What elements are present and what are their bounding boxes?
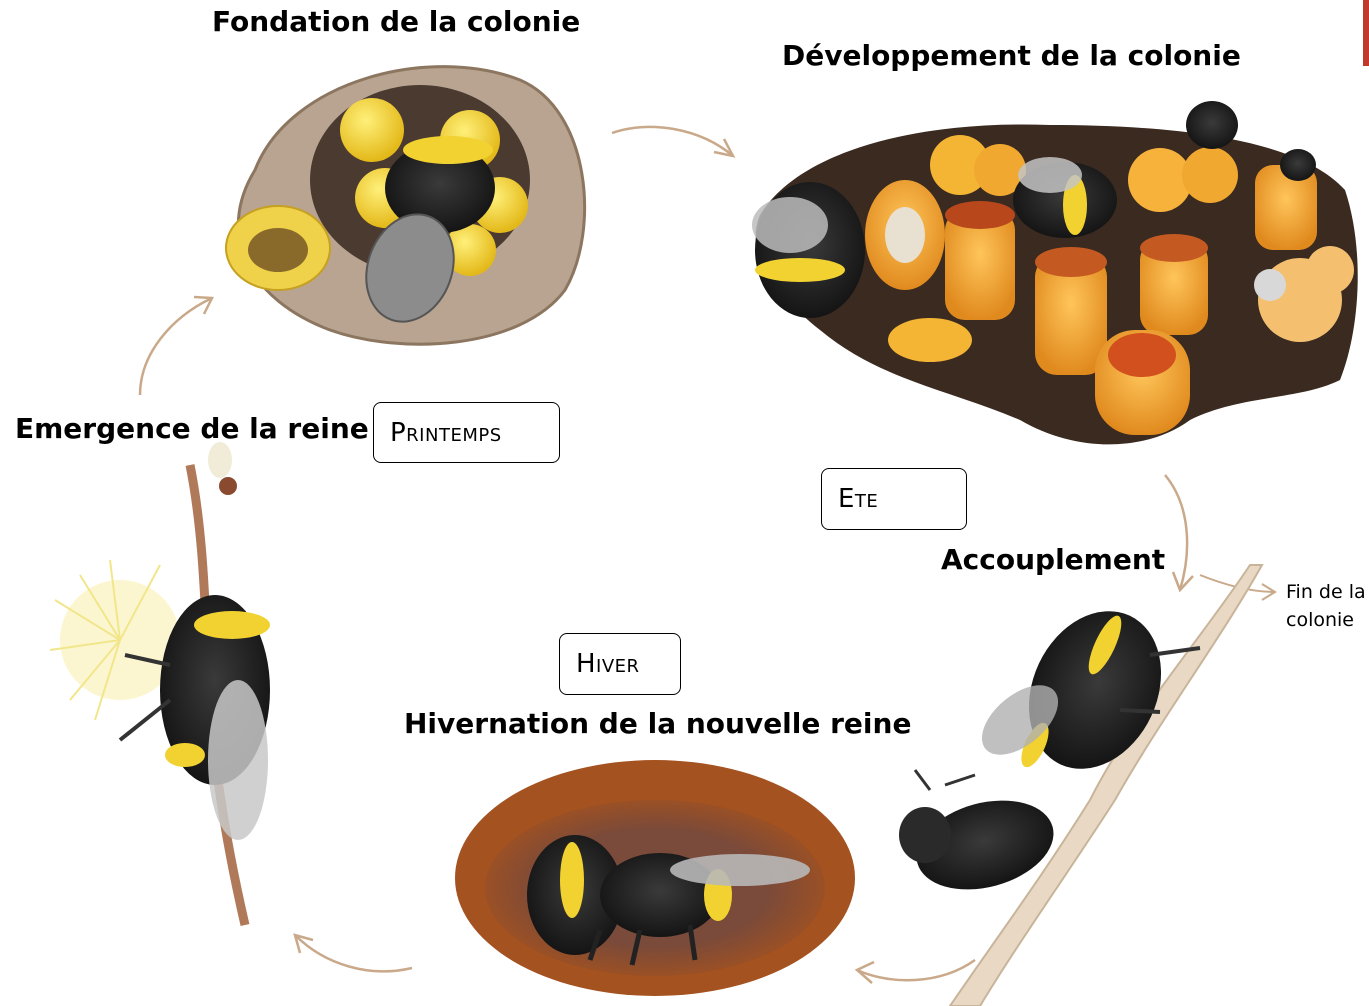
corner-accent-mark xyxy=(1363,0,1369,66)
stage-title-emergence: Emergence de la reine xyxy=(15,415,369,443)
colony-comb-illustration xyxy=(752,101,1358,444)
end-of-colony-label: Fin de la colonie xyxy=(1286,578,1366,634)
cycle-arrow-winter-to-emergence xyxy=(295,935,412,971)
season-label-summer: Ete xyxy=(838,484,878,514)
season-box-summer: Ete xyxy=(821,468,967,530)
stage-title-mating: Accouplement xyxy=(941,546,1165,574)
stage-title-hibernation: Hivernation de la nouvelle reine xyxy=(404,710,911,738)
hibernation-burrow-illustration xyxy=(455,760,855,996)
stage-title-foundation: Fondation de la colonie xyxy=(212,8,580,36)
stage-title-development: Développement de la colonie xyxy=(782,42,1241,70)
season-label-spring: Printemps xyxy=(390,418,502,448)
cycle-arrow-spring-to-summer xyxy=(612,127,733,156)
cycle-arrow-summer-to-mating xyxy=(1165,475,1193,590)
mating-bees-illustration xyxy=(899,565,1262,1006)
season-box-winter: Hiver xyxy=(559,633,681,695)
cycle-arrow-emergence-to-foundation xyxy=(140,297,212,395)
emergence-willow-bee-illustration xyxy=(50,442,270,925)
season-box-spring: Printemps xyxy=(373,402,560,463)
cycle-arrow-mating-to-winter xyxy=(857,960,975,983)
season-label-winter: Hiver xyxy=(576,649,640,679)
foundation-nest-illustration xyxy=(226,67,585,345)
